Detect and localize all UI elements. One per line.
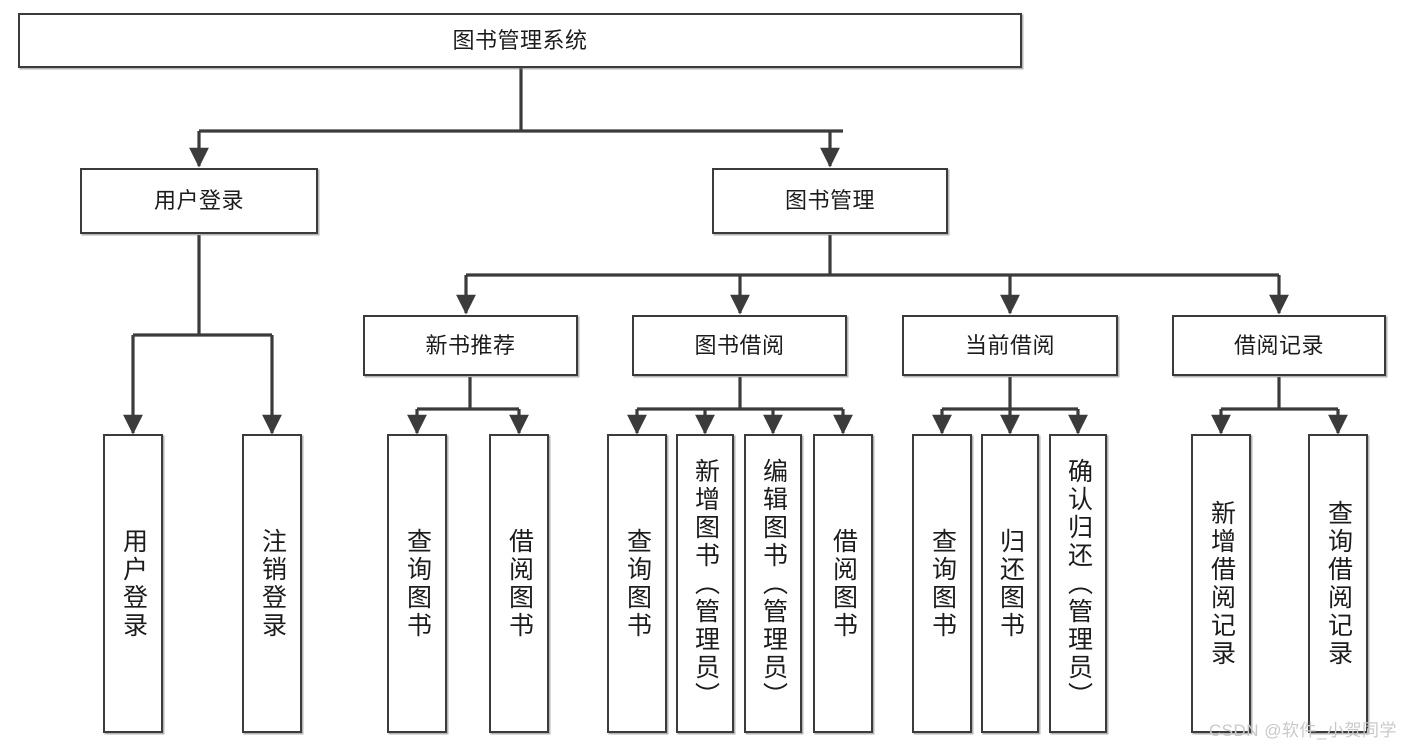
node-leaf-confirm-return-label: 确认归还（管理员）	[1064, 457, 1093, 710]
node-leaf-query-book-1[interactable]: 查询图书	[387, 434, 447, 733]
node-root-label: 图书管理系统	[452, 27, 588, 53]
node-borrow-record[interactable]: 借阅记录	[1172, 315, 1386, 376]
node-leaf-add-record-label: 新增借阅记录	[1207, 499, 1236, 668]
node-leaf-confirm-return[interactable]: 确认归还（管理员）	[1049, 434, 1107, 733]
node-leaf-add-book[interactable]: 新增图书（管理员）	[676, 434, 734, 733]
node-book-manage-label: 图书管理	[784, 188, 875, 214]
node-leaf-query-book-2-label: 查询图书	[623, 527, 652, 640]
csdn-watermark: CSDN @软件_小贺同学	[1208, 721, 1397, 740]
node-borrow-record-label: 借阅记录	[1233, 332, 1324, 358]
node-leaf-query-book-3-label: 查询图书	[928, 527, 957, 640]
node-leaf-query-book-2[interactable]: 查询图书	[607, 434, 667, 733]
node-current-borrow[interactable]: 当前借阅	[902, 315, 1118, 376]
node-new-book-rec-label: 新书推荐	[425, 332, 516, 358]
node-book-manage[interactable]: 图书管理	[712, 168, 948, 234]
node-user-login[interactable]: 用户登录	[80, 168, 318, 234]
node-leaf-query-record[interactable]: 查询借阅记录	[1308, 434, 1368, 733]
node-current-borrow-label: 当前借阅	[964, 332, 1055, 358]
node-leaf-add-book-label: 新增图书（管理员）	[691, 457, 720, 710]
node-book-borrow[interactable]: 图书借阅	[632, 315, 847, 376]
node-leaf-edit-book-label: 编辑图书（管理员）	[759, 457, 788, 710]
node-leaf-return-book[interactable]: 归还图书	[981, 434, 1039, 733]
node-leaf-borrow-book-2-label: 借阅图书	[829, 527, 858, 640]
node-leaf-user-login[interactable]: 用户登录	[103, 434, 163, 733]
node-book-borrow-label: 图书借阅	[694, 332, 785, 358]
node-root[interactable]: 图书管理系统	[18, 13, 1022, 68]
node-leaf-edit-book[interactable]: 编辑图书（管理员）	[744, 434, 802, 733]
node-leaf-query-book-1-label: 查询图书	[403, 527, 432, 640]
node-leaf-user-logout-label: 注销登录	[258, 527, 287, 640]
node-leaf-user-login-label: 用户登录	[119, 527, 148, 640]
node-leaf-borrow-book-1[interactable]: 借阅图书	[489, 434, 549, 733]
node-user-login-label: 用户登录	[153, 188, 244, 214]
node-leaf-query-record-label: 查询借阅记录	[1324, 499, 1353, 668]
node-leaf-add-record[interactable]: 新增借阅记录	[1191, 434, 1251, 733]
node-leaf-borrow-book-2[interactable]: 借阅图书	[813, 434, 873, 733]
node-new-book-rec[interactable]: 新书推荐	[363, 315, 578, 376]
node-leaf-user-logout[interactable]: 注销登录	[242, 434, 302, 733]
node-leaf-return-book-label: 归还图书	[996, 527, 1025, 640]
node-leaf-query-book-3[interactable]: 查询图书	[912, 434, 972, 733]
node-leaf-borrow-book-1-label: 借阅图书	[505, 527, 534, 640]
